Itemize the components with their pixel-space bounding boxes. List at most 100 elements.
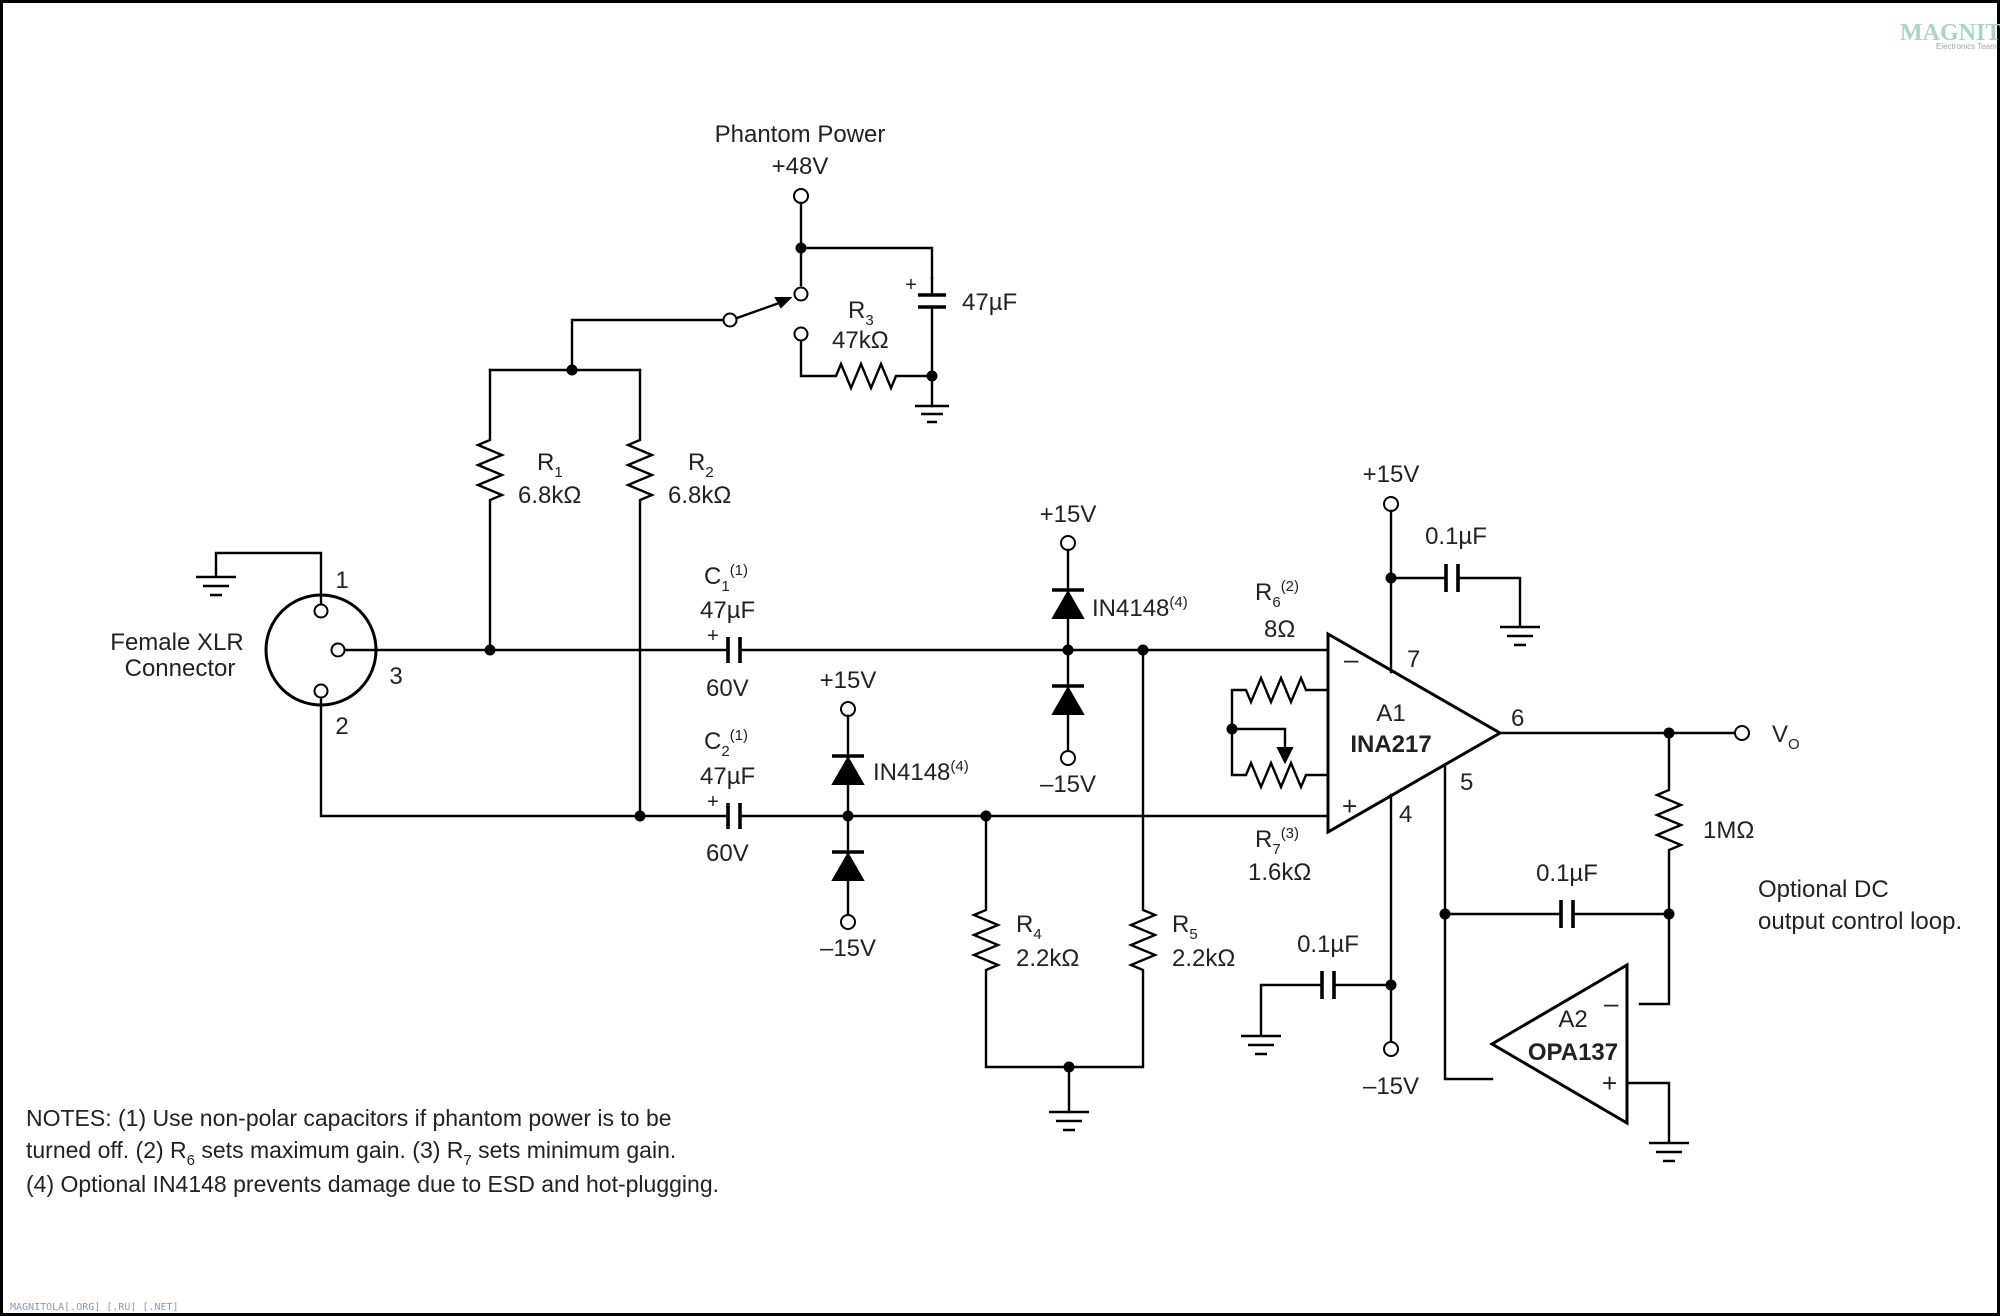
a2-part: OPA137 (1528, 1039, 1618, 1066)
r5-name: R5 (1172, 911, 1198, 943)
diode-bot-upper-icon (831, 755, 865, 785)
capacitor-c2 (726, 803, 742, 829)
opamp-a1-triangle (1326, 631, 1504, 835)
xlr-pin2 (313, 683, 329, 699)
r5-value: 2.2kΩ (1172, 945, 1235, 972)
a1-ref: A1 (1376, 700, 1405, 727)
c1-name: C1(1) (704, 562, 748, 595)
a1-pin5: 5 (1460, 769, 1473, 796)
wire-xlr-pin1-ground (214, 551, 323, 606)
capacitor-c1 (726, 637, 742, 663)
a1-vneg-label: –15V (1363, 1073, 1419, 1100)
d-bot-vneg-terminal (840, 914, 856, 930)
r3-value: 47kΩ (832, 327, 889, 354)
r1-name: R1 (537, 449, 563, 481)
r7-value: 1.6kΩ (1248, 859, 1311, 886)
xlr-pin2-label: 2 (335, 713, 348, 740)
xlr-label-line2: Connector (125, 655, 236, 682)
phantom-48v-terminal (793, 188, 809, 204)
ground-icon-a2 (1649, 1141, 1689, 1163)
opamp-a2-triangle (1489, 962, 1629, 1126)
resistor-r3 (799, 339, 934, 392)
ground-icon-a1-vpos (1500, 625, 1540, 647)
r7-name: R7(3) (1255, 825, 1299, 858)
xlr-pin1 (313, 603, 329, 619)
watermark-footer: MAGNITOLA[.ORG] [.RU] [.NET] (10, 1302, 179, 1313)
d-bot-vpos-terminal (840, 701, 856, 717)
c1-value: 47µF (700, 597, 755, 624)
r6-name: R6(2) (1255, 578, 1299, 611)
wire-a1-vneg-cap (1259, 983, 1393, 1037)
resistor-r1 (474, 368, 506, 652)
a1-cap-top-value: 0.1µF (1425, 523, 1487, 550)
switch-contact-bottom (793, 326, 809, 342)
r6-value: 8Ω (1264, 616, 1295, 643)
switch-arm (736, 300, 783, 320)
a1-vneg-terminal (1383, 1041, 1399, 1057)
cap-47uf-value: 47µF (962, 289, 1017, 316)
diode-bot-lower-icon (831, 851, 865, 881)
a2-plus-label: + (1602, 1068, 1617, 1098)
r2-name: R2 (688, 449, 714, 481)
junction-r1-r2 (566, 364, 578, 376)
loop-cap-value: 0.1µF (1536, 860, 1598, 887)
watermark-logo-sub: Electronics Team (1936, 42, 1997, 51)
d-bot-vneg-label: –15V (820, 935, 876, 962)
cap-loop (1559, 900, 1575, 928)
loop-label-line2: output control loop. (1758, 908, 1962, 935)
wire-a1-vpos-cap (1389, 576, 1522, 628)
notes-line1: NOTES: (1) Use non-polar capacitors if p… (26, 1105, 672, 1131)
junction-d-bot (842, 810, 854, 822)
output-terminal (1734, 725, 1750, 741)
resistor-r2 (624, 368, 656, 818)
switch-contact-top (793, 286, 809, 302)
switch-arrow-icon (774, 297, 793, 309)
a1-minus-label: – (1344, 644, 1359, 674)
a1-cap-bot-value: 0.1µF (1297, 931, 1359, 958)
xlr-label-line1: Female XLR (110, 629, 243, 656)
xlr-pin3-label: 3 (389, 663, 402, 690)
wire-switch-to-resistors (570, 318, 725, 372)
cap-47uf-polarity: + (905, 274, 917, 296)
phantom-power-title: Phantom Power (715, 121, 886, 148)
a1-pin7: 7 (1407, 646, 1420, 673)
a2-ref: A2 (1558, 1006, 1587, 1033)
junction-r1-signal (484, 644, 496, 656)
wire-r7-wiper (1230, 727, 1287, 754)
resistors-r6-r7 (1230, 648, 1330, 818)
d-top-vpos-label: +15V (1040, 501, 1097, 528)
r4-name: R4 (1016, 911, 1042, 943)
wire-a1-pin5 (1443, 764, 1494, 1081)
output-label: VO (1772, 721, 1800, 753)
wire-phantom-to-cap (799, 201, 934, 280)
c2-polarity: + (707, 791, 719, 813)
d-top-part-label: IN4148(4) (1092, 594, 1188, 622)
d-bot-part-label: IN4148(4) (873, 758, 969, 786)
junction-d-top (1062, 644, 1074, 656)
resistor-1meg (1638, 731, 1685, 1006)
a1-part: INA217 (1350, 731, 1431, 758)
xlr-pin1-label: 1 (335, 567, 348, 594)
notes-line3: (4) Optional IN4148 prevents damage due … (26, 1171, 719, 1197)
d-bot-vpos-label: +15V (820, 667, 877, 694)
xlr-pin3 (330, 642, 346, 658)
r1-value: 6.8kΩ (518, 482, 581, 509)
a2-minus-label: – (1604, 988, 1619, 1018)
c2-name: C2(1) (704, 727, 748, 760)
diode-top-lower-icon (1051, 685, 1085, 715)
ground-icon-r4-r5 (1049, 1110, 1089, 1132)
loop-res-value: 1MΩ (1703, 817, 1754, 844)
phantom-voltage-label: +48V (772, 153, 829, 180)
junction-r2-signal (634, 810, 646, 822)
loop-label-line1: Optional DC (1758, 876, 1889, 903)
ground-icon-xlr (196, 575, 236, 597)
a1-vpos-terminal (1383, 496, 1399, 512)
switch-pole (722, 312, 738, 328)
r3-name: R3 (848, 297, 874, 329)
c2-value: 47µF (700, 763, 755, 790)
a1-vpos-label: +15V (1363, 461, 1420, 488)
d-top-vneg-label: –15V (1040, 771, 1096, 798)
d-top-vneg-terminal (1060, 750, 1076, 766)
r2-value: 6.8kΩ (668, 482, 731, 509)
